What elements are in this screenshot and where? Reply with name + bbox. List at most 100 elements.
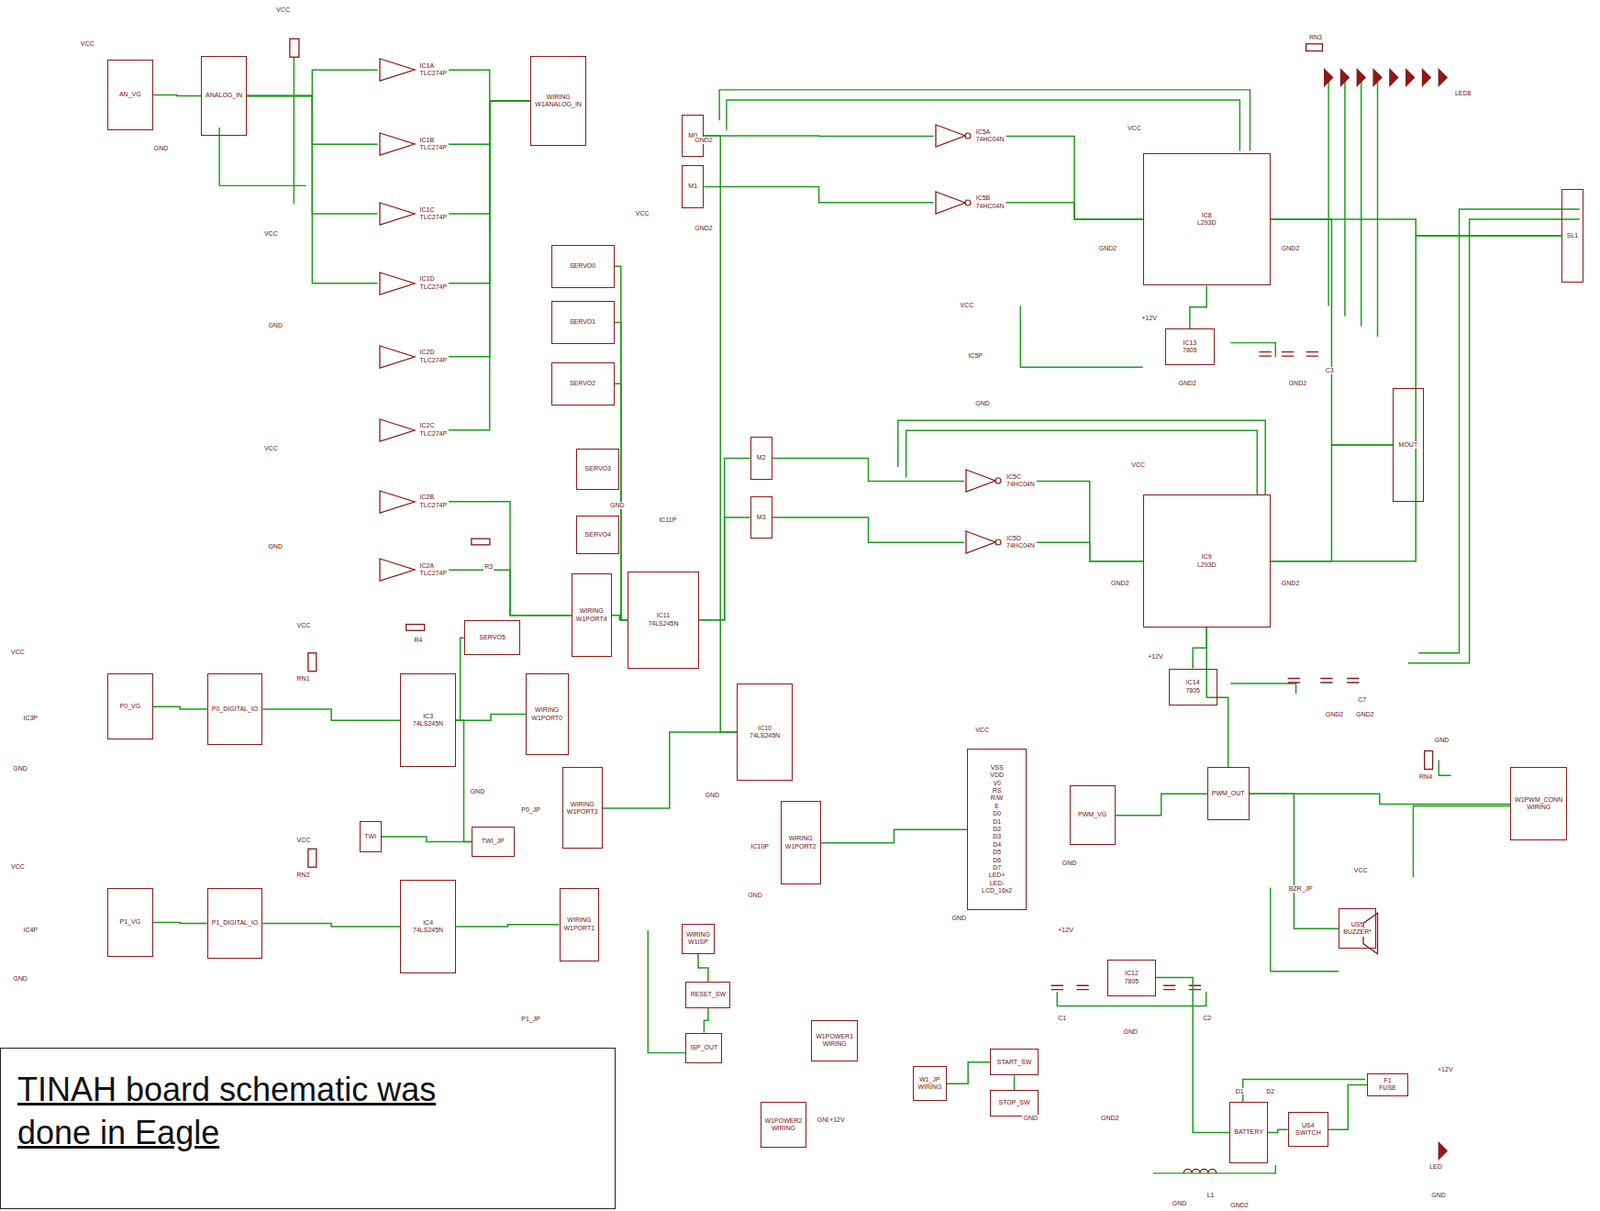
part-label: F1 — [1384, 1077, 1392, 1085]
part-label: W1PWM_CONN — [1514, 796, 1563, 804]
wire-connector — [1270, 444, 1393, 562]
inverter-bubble — [995, 539, 1001, 545]
wire-connector — [1189, 285, 1207, 329]
part-label: TLC274P — [420, 356, 448, 365]
wire-connector — [1005, 202, 1143, 220]
triangle-outline — [379, 490, 415, 513]
connector-header: US4SWITCH — [1288, 1111, 1329, 1147]
part-label: SERVO2 — [569, 379, 596, 388]
wire-connector — [1270, 219, 1562, 236]
net-label: GND2 — [1100, 1114, 1120, 1123]
part-label: 74LS245N — [412, 926, 444, 934]
part-label: SWITCH — [1295, 1129, 1322, 1137]
connector-header: RESET_SW — [685, 981, 731, 1009]
net-label: VCC — [296, 836, 312, 845]
inverter-bubble — [965, 133, 971, 139]
wire — [1243, 1079, 1366, 1102]
part-label: STOP_SW — [999, 1099, 1031, 1107]
net-label: GND — [1061, 859, 1078, 867]
net-label: LED8 — [1454, 89, 1473, 98]
wire — [906, 430, 1258, 495]
net-label: VCC — [10, 648, 26, 656]
wire-connector — [614, 266, 628, 620]
opamp-symbol: IC2CTLC274P — [377, 416, 450, 445]
part-label: 74LS245N — [412, 720, 444, 728]
wire — [219, 127, 307, 186]
part-label: L293D — [1197, 219, 1217, 227]
wire — [1377, 81, 1378, 337]
triangle-outline — [379, 558, 415, 581]
connector-header: SERVO4 — [576, 515, 620, 555]
wire — [1020, 306, 1143, 368]
connector-header: ISP_OUT — [685, 1033, 723, 1064]
net-label: VCC — [974, 726, 990, 734]
wire-connector — [699, 517, 751, 621]
part-label: SERVO0 — [569, 262, 596, 270]
part-label: W1POWER2 — [765, 1117, 803, 1125]
part-label: R/W — [990, 794, 1004, 802]
part-label: D4 — [992, 841, 1001, 849]
part-label: P1_VG — [120, 918, 142, 926]
net-label: VCC — [959, 301, 976, 310]
net-label: GND — [703, 791, 721, 800]
potentiometer-symbol — [406, 624, 425, 632]
net-label: +12V — [1436, 1066, 1455, 1074]
wire — [726, 100, 1240, 152]
connector-header: PWM_OUT — [1207, 766, 1250, 821]
net-label: C1 — [1056, 1014, 1067, 1023]
wire — [1418, 209, 1580, 654]
net-label: GND — [11, 765, 29, 773]
part-label: M1 — [688, 182, 698, 190]
wire-connector — [246, 96, 378, 284]
net-label: IC5P — [966, 352, 984, 360]
part-label: IC1D — [420, 275, 435, 283]
part-label: US5 — [1351, 921, 1365, 929]
net-label: R3 — [483, 563, 494, 571]
inductor-symbol — [1183, 1168, 1217, 1173]
connector-header: W1POWER2WIRING — [760, 1101, 808, 1148]
wire-connector — [602, 732, 737, 809]
net-label: GND2 — [1355, 711, 1375, 719]
part-label: IC5C — [1006, 473, 1022, 481]
wire-connector — [614, 322, 628, 620]
part-label: W1PORT0 — [531, 714, 563, 723]
capacitor-symbol — [1051, 985, 1202, 989]
part-label: WIRING — [566, 916, 591, 924]
net-label: +12V — [1140, 314, 1158, 323]
net-label: VCC — [296, 622, 312, 630]
part-label: L293D — [1197, 561, 1217, 569]
part-label: P1_DIGITAL_IO — [211, 919, 258, 927]
part-label: D2 — [992, 825, 1001, 834]
part-label: IC9 — [1201, 553, 1212, 561]
part-label: ISP_OUT — [689, 1044, 718, 1052]
part-label: IC13 — [1182, 339, 1197, 347]
connector-header: WIRINGW1PORT3 — [562, 766, 603, 849]
part-label: IC10 — [757, 724, 772, 733]
opamp-symbol: IC1DTLC274P — [377, 269, 450, 298]
connector-header: F1FUSE — [1366, 1073, 1408, 1097]
part-label: D3 — [992, 833, 1001, 841]
part-label: IC4 — [422, 919, 434, 927]
part-label: D5 — [992, 848, 1001, 856]
capacitor-symbol — [1259, 352, 1320, 356]
net-label: VCC — [263, 444, 279, 453]
connector-header: PWM_VG — [1069, 785, 1116, 845]
led-symbol — [1438, 1142, 1447, 1159]
connector-header: MOUT — [1392, 388, 1423, 503]
connector-header: W1PWM_CONNWIRING — [1510, 766, 1567, 841]
wire-connector — [946, 1062, 990, 1084]
wire-connector — [1270, 219, 1393, 445]
net-label: IC3P — [22, 714, 39, 723]
inverter-symbol: IC5D74HC04N — [964, 528, 1037, 556]
wire-connector — [153, 706, 208, 710]
inverter-symbol: IC5C74HC04N — [964, 466, 1037, 495]
part-label: D0 — [992, 810, 1001, 818]
net-label: R4 — [412, 636, 423, 645]
part-label: PWM_OUT — [1211, 789, 1245, 798]
part-label: 7805 — [1124, 977, 1140, 986]
wire — [293, 56, 295, 204]
part-label: BATTERY — [1233, 1128, 1264, 1136]
wire-connector — [703, 187, 934, 203]
wire-connector — [611, 615, 628, 621]
